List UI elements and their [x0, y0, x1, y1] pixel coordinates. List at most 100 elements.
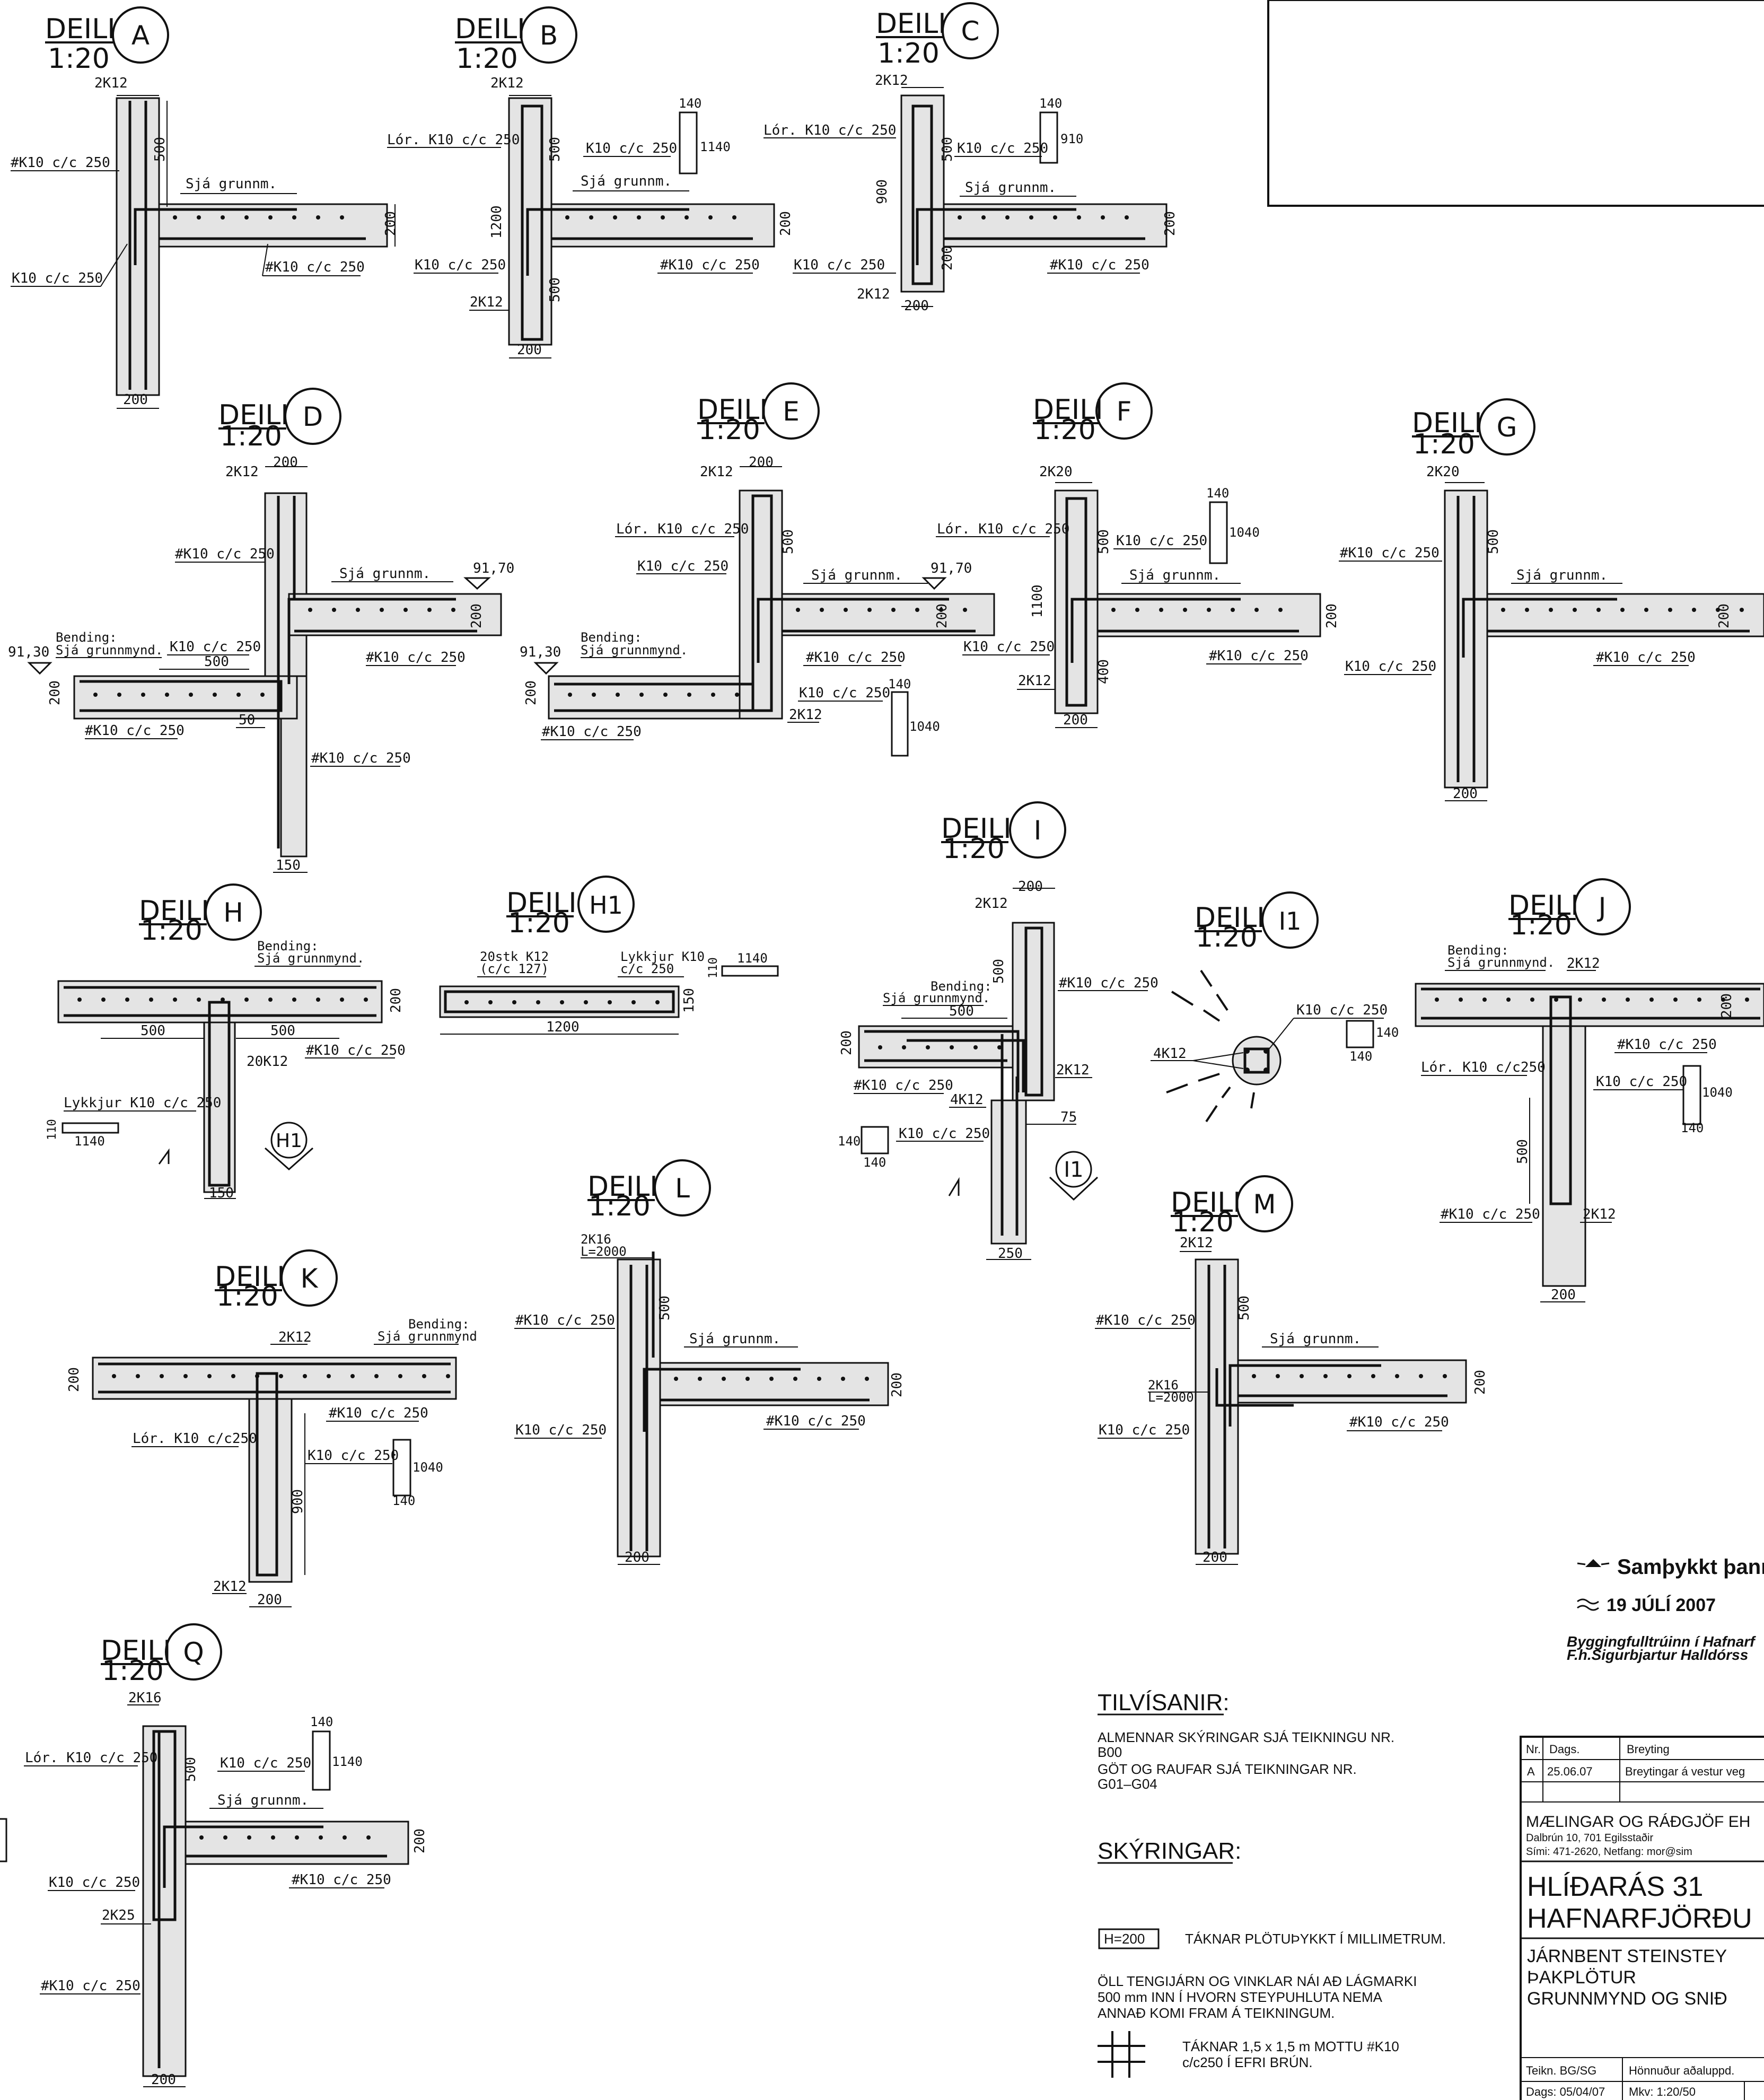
rebar-section-dot	[223, 1835, 227, 1840]
dim-label: 500	[547, 137, 563, 162]
rebar-section-dot	[173, 215, 177, 220]
rebar-section-dot	[374, 1374, 379, 1378]
rebar-section-dot	[735, 693, 739, 697]
notes-line: 500 mm INN Í HVORN STEYPUHLUTA NEMA	[1098, 1989, 1383, 2005]
rebar-section-dot	[1740, 608, 1744, 612]
rebar-section-dot	[584, 1000, 588, 1004]
dim-label: 200	[1453, 786, 1478, 802]
rebar-label: K10 c/c 250	[1099, 1422, 1190, 1438]
dim-label: 140	[679, 96, 701, 111]
rebar-label: Lór. K10 c/c 250	[763, 122, 896, 138]
rebar-section-dot	[1549, 608, 1553, 612]
dim-label: 500	[1096, 529, 1112, 554]
detail-word: DEILI	[1412, 407, 1482, 439]
rebar-section-dot	[1578, 998, 1582, 1002]
rebar-label: #K10 c/c 250	[1441, 1206, 1540, 1222]
dim-label: 500	[657, 1296, 673, 1320]
rebar-section-dot	[1573, 608, 1577, 612]
detail-A: DEILI 1:20 A 2K12 #K10 c/c 250 K10 c/c 2…	[11, 6, 399, 409]
rebar-section-dot	[1276, 1374, 1280, 1378]
dim-label: 200	[1063, 712, 1088, 728]
rebar-section-dot	[451, 608, 455, 612]
detail-E: DEILI 1:20 E 2K12 200 Lór. K10 c/c 250 K…	[520, 382, 995, 757]
rebar-label: #K10 c/c 250	[175, 546, 275, 562]
rebar-label: 2K12	[875, 73, 908, 89]
rebar-section-dot	[1530, 998, 1534, 1002]
rebar-section-dot	[973, 1045, 978, 1049]
dim-label: 1140	[332, 1754, 363, 1769]
rebar-label: K10 c/c 250	[799, 685, 890, 701]
rebar-section-dot	[271, 1835, 275, 1840]
dim-label: 500	[1486, 529, 1502, 554]
notes-line: ANNAÐ KOMI FRAM Á TEIKNINGUM.	[1098, 2005, 1335, 2021]
detail-title: DEILI 1:20 L	[587, 1159, 711, 1222]
rebar-section-dot	[1482, 998, 1487, 1002]
detail-id: F	[1117, 396, 1132, 427]
rebar-section-dot	[199, 1835, 204, 1840]
rebar-section-dot	[722, 1377, 726, 1381]
section-ref: H1	[276, 1130, 302, 1152]
lighthouse-icon	[1577, 1559, 1610, 1611]
dim-label: 900	[290, 1489, 306, 1514]
rebar-label: Lór. K10 c/c250	[1421, 1060, 1546, 1075]
detail-id: G	[1497, 412, 1517, 443]
notes-heading-references: TILVÍSANIR:	[1098, 1690, 1230, 1716]
rebar-label: #K10 c/c 250	[292, 1872, 391, 1888]
rebar-section-dot	[197, 998, 201, 1002]
rebar-label: K10 c/c 250	[49, 1875, 140, 1891]
rebar-section-dot	[136, 1374, 140, 1378]
rebar-label: #K10 c/c 250	[1596, 650, 1696, 666]
detail-id: E	[783, 396, 800, 427]
rev-header-date: Dags.	[1549, 1743, 1579, 1756]
rebar-section-dot	[197, 215, 201, 220]
rebar-label: Lór. K10 c/c 250	[616, 521, 749, 537]
rebar-section-dot	[512, 1000, 516, 1004]
rebar-label: K10 c/c 250	[586, 141, 677, 156]
note-label: Sjá grunnm.	[965, 180, 1056, 196]
note-label: Bending:	[1447, 943, 1509, 958]
rebar-section-dot	[1443, 1374, 1447, 1378]
mesh-symbol-icon	[1098, 2031, 1145, 2078]
detail-word: DEILI	[218, 399, 289, 431]
detail-id: L	[675, 1173, 690, 1204]
dim-label: 500	[991, 959, 1007, 984]
rebar-label: K10 c/c 250	[415, 257, 506, 273]
rebar-section-dot	[891, 608, 896, 612]
dim-label: 200	[1719, 993, 1735, 1018]
note-label: Sjá grunnm.	[217, 1792, 309, 1808]
rebar-section-dot	[1716, 608, 1720, 612]
detail-C: DEILI 1:20 C 2K12 Lór. K10 c/c 250 K10 c…	[763, 2, 1178, 314]
dim-label: 140	[392, 1493, 415, 1508]
level-label: 91,30	[8, 644, 49, 660]
drawing-subtitle: ÞAKPLÖTUR	[1527, 1967, 1636, 1988]
drawing-scale: Mkv: 1:20/50	[1629, 2085, 1696, 2098]
notes-line: TÁKNAR 1,5 x 1,5 m MOTTU #K10	[1182, 2038, 1399, 2054]
rebar-section-dot	[867, 608, 872, 612]
dim-label: 200	[1551, 1287, 1576, 1303]
rebar-section-dot	[1347, 1374, 1351, 1378]
rebar-section-dot	[1554, 998, 1558, 1002]
detail-word: DEILI	[506, 887, 577, 919]
dim-label: 1040	[1702, 1085, 1733, 1100]
rebar-label: 2K12	[975, 896, 1008, 912]
rebar-section-dot	[279, 1374, 283, 1378]
rebar-section-dot	[1525, 608, 1529, 612]
dim-label: 200	[934, 603, 950, 628]
dim-label: 200	[625, 1550, 650, 1565]
dim-label: 200	[517, 342, 542, 358]
dim-label: 200	[383, 211, 399, 236]
rebar-section-dot	[1278, 608, 1283, 612]
rebar-section-dot	[1697, 998, 1701, 1002]
rebar-section-dot	[1254, 608, 1259, 612]
detail-F: DEILI 1:20 F 2K20 Lór. K10 c/c 250 K10 c…	[936, 382, 1340, 728]
rebar-label: #K10 c/c 250	[515, 1312, 615, 1328]
detail-title: DEILI 1:20 A	[45, 6, 169, 75]
rebar-label: 20stk K12	[480, 949, 549, 964]
rebar-section-dot	[1395, 1374, 1399, 1378]
dim-label: 500	[940, 137, 955, 162]
dim-label: 500	[270, 1023, 295, 1039]
rebar-label: #K10 c/c 250	[1617, 1037, 1717, 1053]
dim-label: 200	[47, 680, 63, 705]
rebar-label: 2K16	[128, 1690, 162, 1706]
